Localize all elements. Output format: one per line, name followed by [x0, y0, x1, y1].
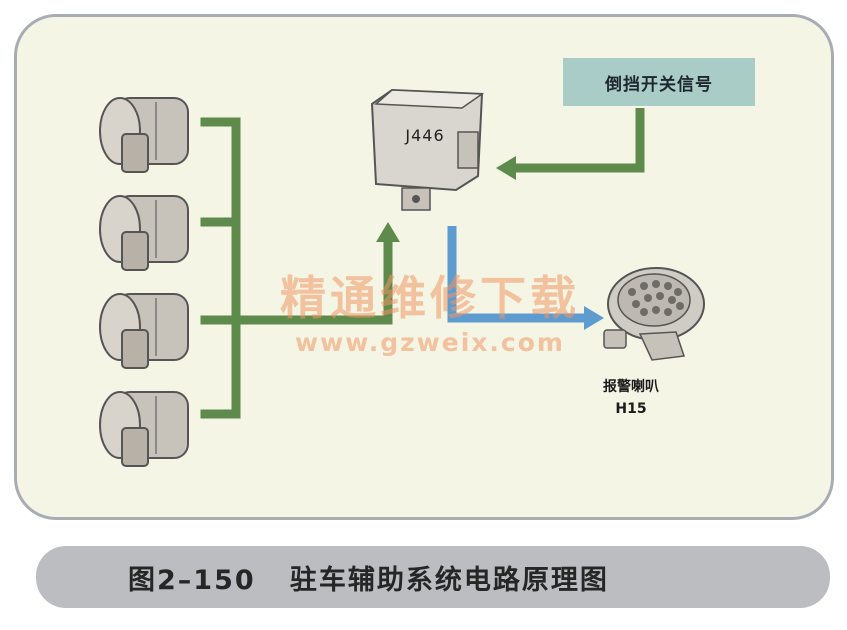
buzzer-speaker-icon	[603, 267, 705, 361]
ultrasonic-sensor-icon	[99, 391, 189, 467]
arrow-right-to-speaker	[584, 306, 604, 330]
figure-caption: 图2–150 驻车辅助系统电路原理图	[36, 546, 830, 608]
module-label: J446	[405, 126, 445, 145]
sensor-bus-line	[200, 117, 393, 419]
arrow-up-to-module	[376, 222, 400, 242]
ultrasonic-sensor-icon	[99, 293, 189, 369]
arrow-left-to-module	[496, 156, 516, 180]
reverse-signal-line	[512, 108, 645, 173]
control-unit-icon	[370, 88, 485, 211]
watermark-text: 精通维修下载	[280, 271, 580, 325]
speaker-name: 报警喇叭	[603, 379, 659, 395]
ultrasonic-sensor-icon	[99, 97, 189, 173]
ultrasonic-sensor-icon	[99, 195, 189, 271]
reverse-switch-signal-label: 倒挡开关信号	[563, 58, 755, 106]
speaker-output-line	[447, 226, 588, 323]
speaker-code: H15	[615, 401, 647, 417]
speaker-label: 报警喇叭 H15	[576, 376, 686, 420]
watermark-url: www.gzweix.com	[295, 328, 565, 357]
